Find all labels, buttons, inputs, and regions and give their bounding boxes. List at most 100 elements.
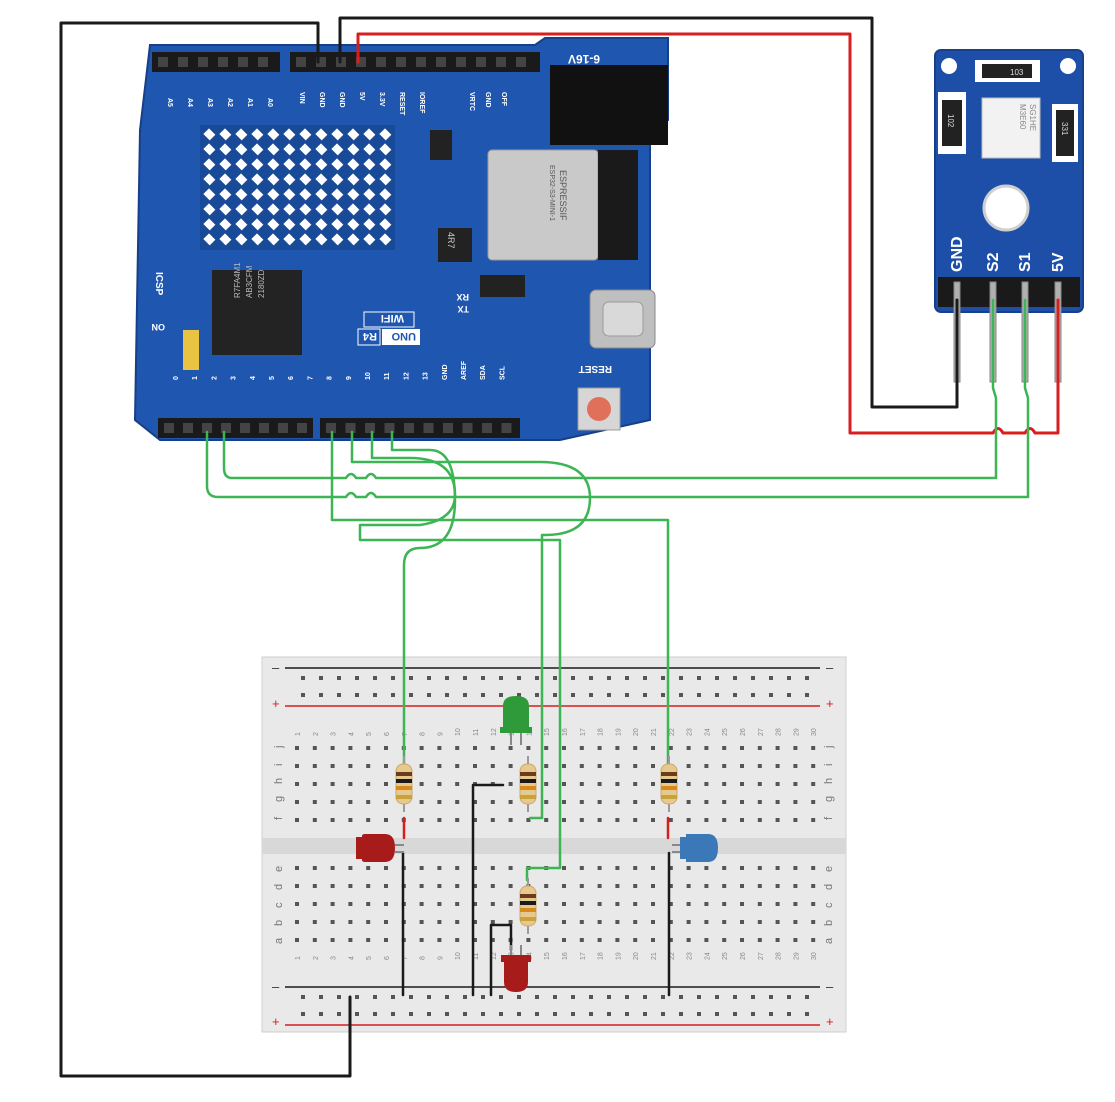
column-number: 23 [687, 952, 694, 960]
rail-hole [679, 995, 683, 999]
pin-label: A4 [186, 98, 193, 107]
breadboard-hole [437, 818, 442, 822]
matrix-led [331, 128, 344, 141]
matrix-led [251, 218, 264, 231]
rail-hole [679, 1012, 683, 1016]
rail-hole [589, 676, 593, 680]
breadboard-hole [366, 884, 371, 888]
matrix-led [219, 233, 232, 246]
row-letter: d [823, 884, 835, 890]
header-hole [326, 423, 336, 433]
rail-hole [355, 1012, 359, 1016]
breadboard-hole [633, 782, 638, 786]
pin-label: RESET [398, 92, 405, 116]
header-hole [396, 57, 406, 67]
matrix-led [283, 218, 296, 231]
breadboard-hole [295, 764, 299, 768]
column-number: 19 [615, 952, 622, 960]
breadboard-hole [668, 938, 673, 942]
arduino-uno-r4-wifi-board: R7FA4M1 AB3CFM 2180ZD ESPRESSIF ESP32-S3… [133, 37, 669, 441]
resistor-red-led-bottom [519, 878, 537, 934]
rail-hole [355, 693, 359, 697]
rail-hole [589, 1012, 593, 1016]
breadboard-hole [490, 818, 495, 822]
breadboard-hole [562, 938, 566, 942]
breadboard-hole [473, 800, 477, 804]
header-hole [501, 423, 512, 433]
breadboard-hole [455, 884, 460, 888]
rail-hole [373, 676, 377, 680]
column-number: 29 [793, 728, 800, 736]
column-number: 26 [740, 952, 747, 960]
breadboard-hole [668, 818, 673, 822]
breadboard-hole [508, 764, 513, 768]
column-number: 5 [366, 732, 373, 736]
rail-hole [589, 693, 593, 697]
matrix-led [251, 203, 264, 216]
matrix-led [219, 173, 232, 186]
breadboard-hole [651, 938, 655, 942]
rail-hole [769, 1012, 773, 1016]
sensor-pin-label: GND [949, 236, 966, 272]
rail-hole [787, 995, 791, 999]
rail-hole [751, 1012, 755, 1016]
breadboard-hole [633, 938, 638, 942]
pin-label: SCL [499, 365, 506, 380]
breadboard-hole [312, 764, 317, 768]
rail-hole [481, 693, 485, 697]
header-hole [416, 57, 426, 67]
rail-hole [751, 995, 755, 999]
breadboard-hole [419, 866, 424, 870]
column-number: 25 [722, 952, 729, 960]
breadboard-hole [348, 884, 353, 888]
breadboard-hole [455, 920, 460, 924]
board-model-badge: UNO R4 WIFI [357, 311, 420, 346]
breadboard-hole [597, 902, 602, 906]
breadboard-hole [312, 800, 317, 804]
column-number: 28 [776, 952, 783, 960]
resistor-blue-led [660, 756, 678, 812]
breadboard-hole [811, 800, 816, 804]
breadboard-hole [562, 764, 566, 768]
breadboard-hole [686, 764, 691, 768]
breadboard-hole [312, 782, 317, 786]
pin-label: 4 [250, 376, 257, 380]
header-hole [443, 423, 453, 433]
column-number: 5 [366, 956, 373, 960]
matrix-led [315, 128, 328, 141]
pin-label: 10 [365, 372, 372, 380]
rail-hole [337, 1012, 341, 1016]
matrix-led [267, 143, 280, 156]
reset-button[interactable] [587, 397, 611, 421]
breadboard-hole [686, 866, 691, 870]
row-letter: h [823, 778, 835, 784]
pin-label: GND [484, 92, 491, 108]
breadboard-hole [312, 938, 317, 942]
column-number: 2 [313, 956, 320, 960]
rail-hole [661, 693, 665, 697]
resistor-green-led [519, 756, 537, 812]
pin-label: 9 [346, 376, 353, 380]
breadboard-hole [366, 866, 371, 870]
breadboard-hole [544, 938, 549, 942]
mcu-label-1: R7FA4M1 [233, 262, 242, 298]
breadboard-hole [348, 764, 353, 768]
header-hole [462, 423, 473, 433]
rail-hole [733, 1012, 737, 1016]
breadboard-hole [437, 764, 442, 768]
column-number: 22 [669, 952, 676, 960]
wire-gnd-board-to-breadboard [59, 21, 352, 1078]
breadboard-hole [686, 800, 691, 804]
breadboard-hole [330, 764, 335, 768]
breadboard-hole [562, 920, 566, 924]
breadboard-hole [651, 818, 655, 822]
breadboard-hole [793, 938, 798, 942]
header-hole [238, 57, 248, 67]
sensor-pin-label: 5V [1050, 252, 1067, 272]
pin-label: A1 [246, 98, 253, 107]
column-number: 21 [651, 728, 658, 736]
breadboard-hole [757, 938, 762, 942]
breadboard-hole [295, 902, 299, 906]
column-number: 29 [793, 952, 800, 960]
rail-hole [463, 676, 467, 680]
